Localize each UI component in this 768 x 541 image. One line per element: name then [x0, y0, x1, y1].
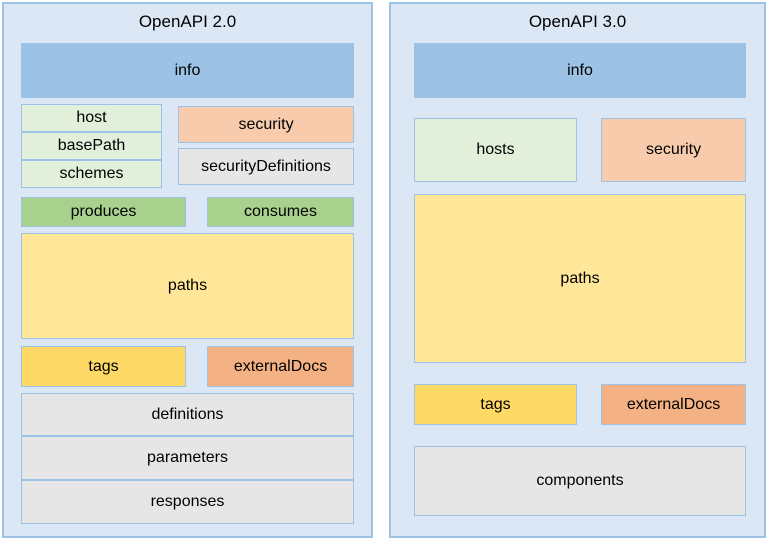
box-produces: produces — [21, 197, 186, 227]
box-external-docs: externalDocs — [207, 346, 354, 387]
box-paths: paths — [21, 233, 354, 339]
box-info: info — [21, 43, 354, 98]
box-basepath: basePath — [21, 132, 162, 160]
box-tags: tags — [414, 384, 577, 425]
box-external-docs: externalDocs — [601, 384, 746, 425]
box-security-definitions: securityDefinitions — [178, 148, 354, 185]
box-security: security — [601, 118, 746, 182]
box-responses: responses — [21, 480, 354, 524]
box-tags: tags — [21, 346, 186, 387]
box-info: info — [414, 43, 746, 98]
box-security: security — [178, 106, 354, 143]
box-components: components — [414, 446, 746, 516]
box-host: host — [21, 104, 162, 132]
box-parameters: parameters — [21, 436, 354, 480]
panel-openapi-2: OpenAPI 2.0 info host basePath schemes s… — [2, 2, 373, 538]
box-definitions: definitions — [21, 393, 354, 436]
panel-openapi-2-title: OpenAPI 2.0 — [138, 12, 237, 31]
box-hosts: hosts — [414, 118, 577, 182]
panel-openapi-3-title: OpenAPI 3.0 — [528, 12, 627, 31]
box-paths: paths — [414, 194, 746, 363]
box-consumes: consumes — [207, 197, 354, 227]
box-schemes: schemes — [21, 160, 162, 188]
panel-openapi-3: OpenAPI 3.0 info hosts security paths ta… — [389, 2, 766, 538]
